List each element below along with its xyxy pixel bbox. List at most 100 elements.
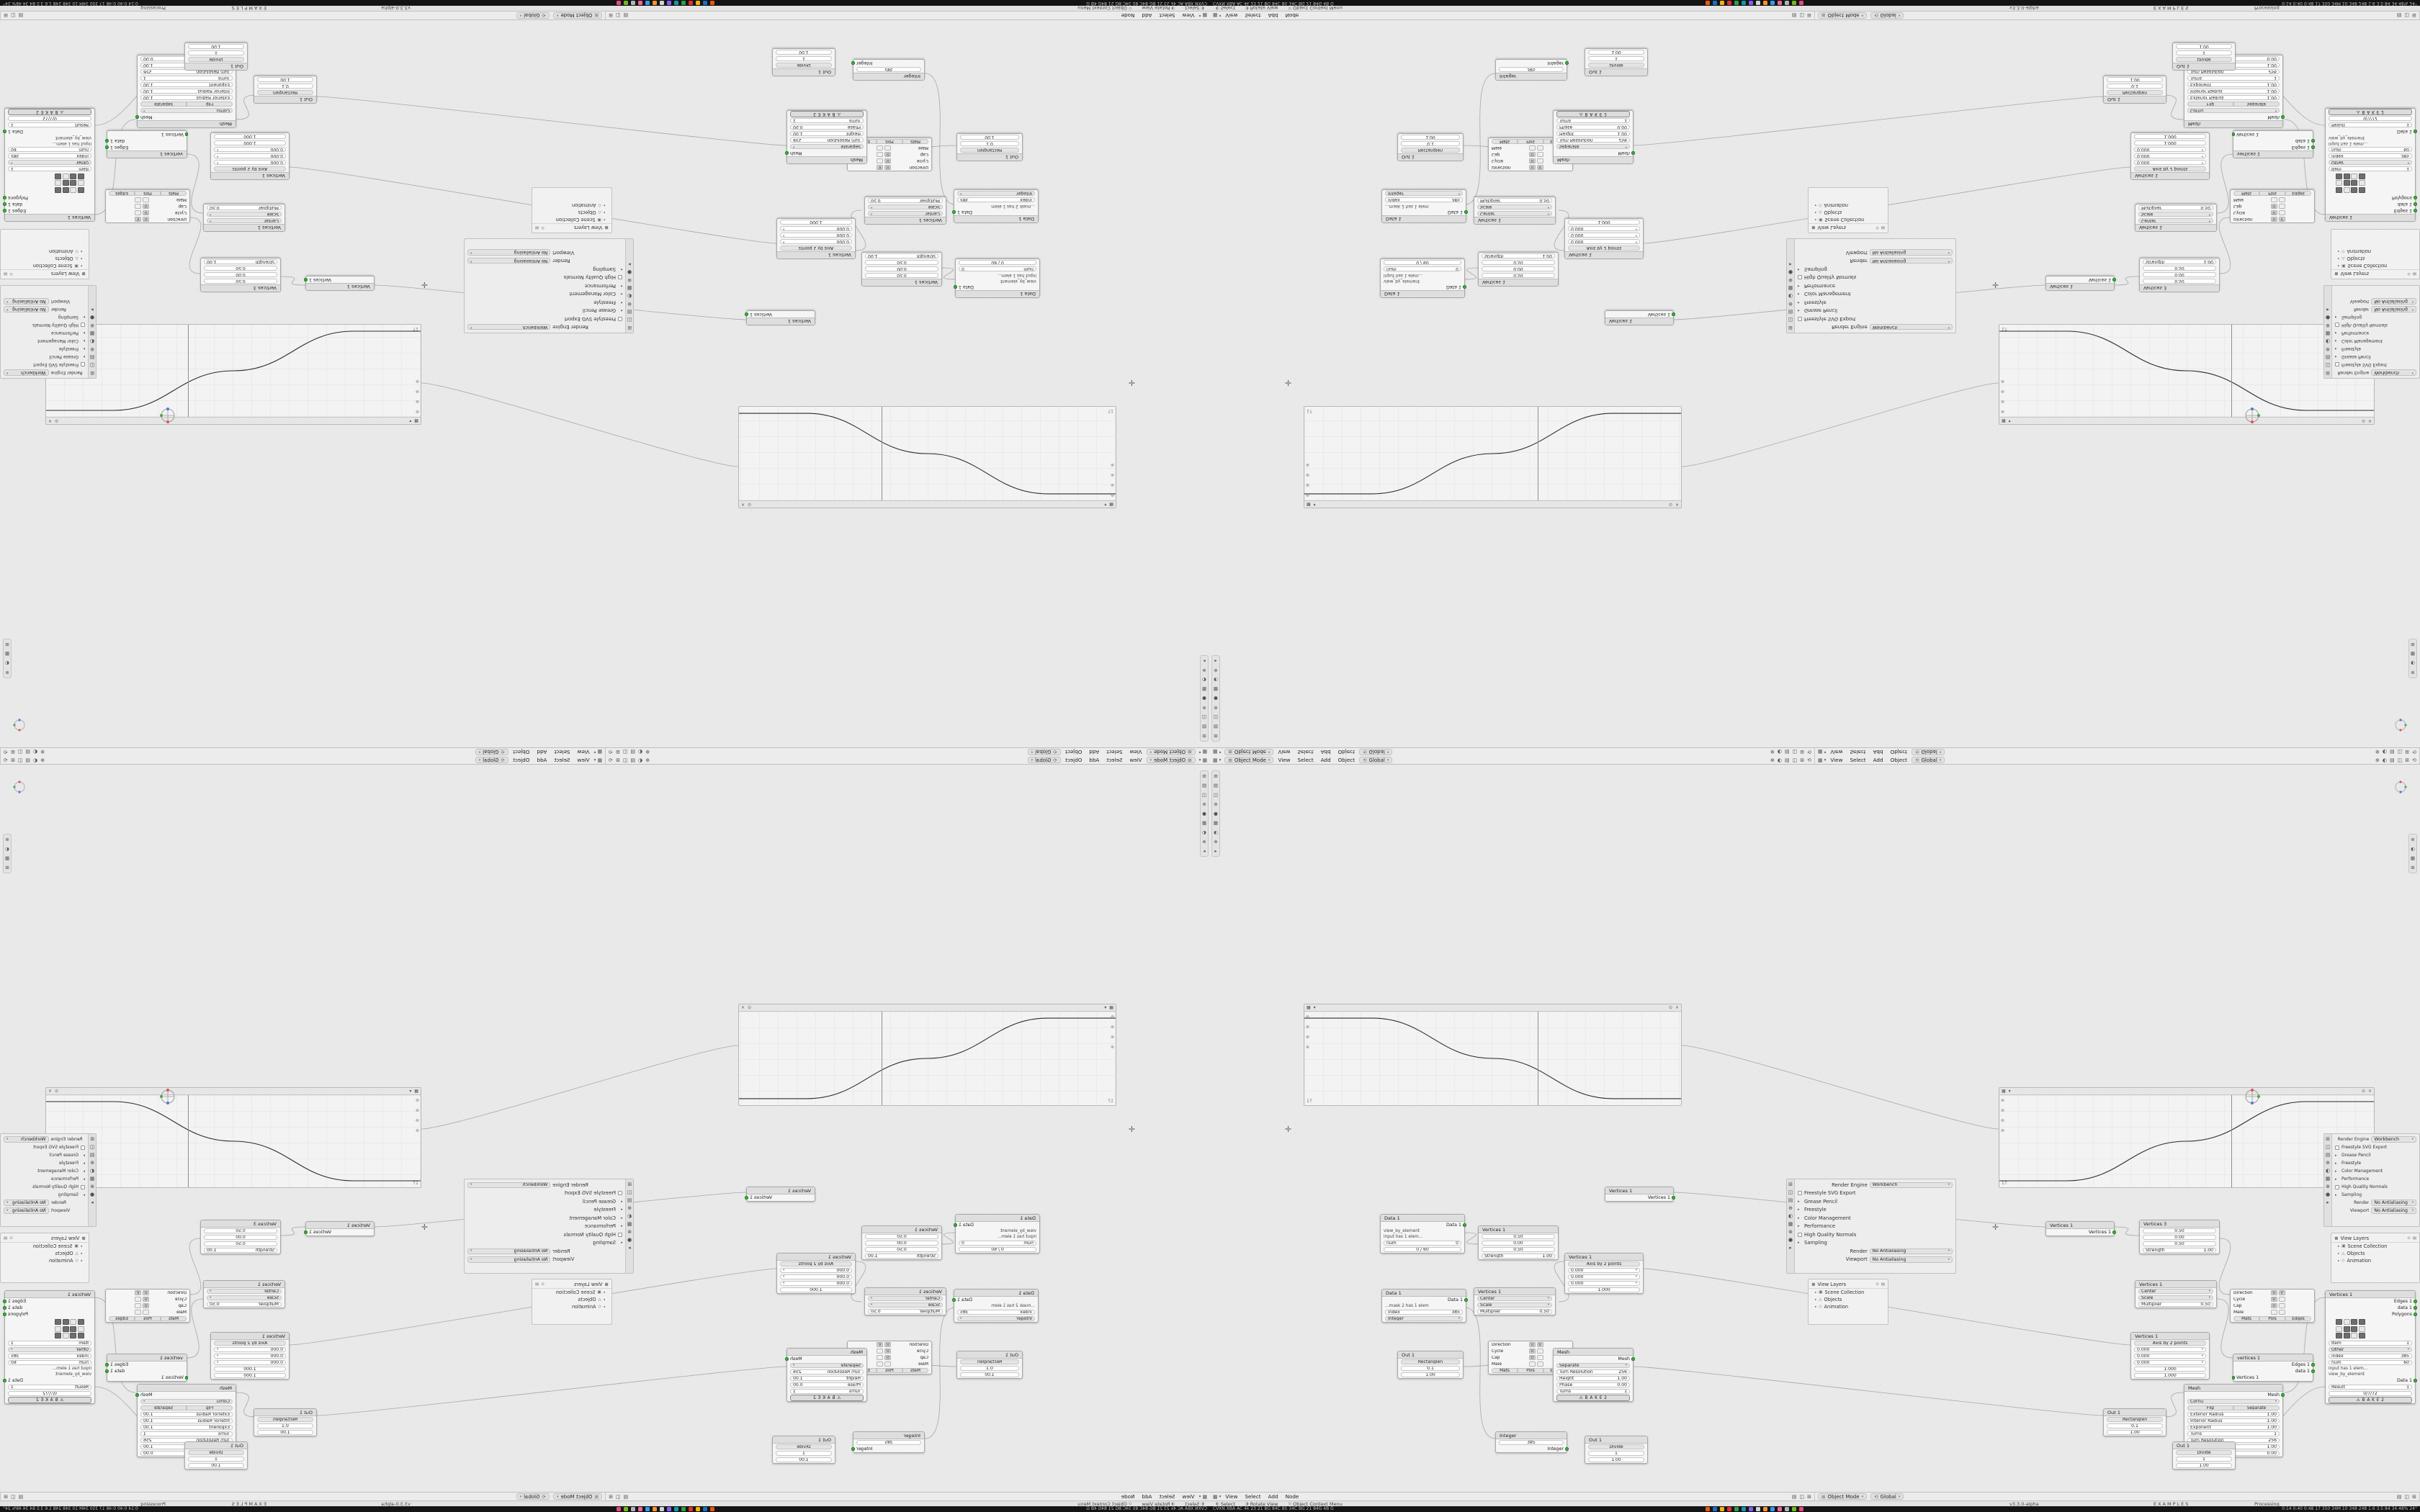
toolbar-icon[interactable]: ◫	[17, 749, 23, 755]
matrix-cell[interactable]	[1528, 145, 1536, 150]
menu-view[interactable]: View	[1830, 749, 1843, 755]
number-field[interactable]: 0.000▾	[780, 1274, 852, 1280]
matrix-cell[interactable]	[884, 145, 892, 150]
disclosure-triangle-icon[interactable]: ▸	[80, 1244, 82, 1248]
disclosure-triangle-icon[interactable]: ▸	[603, 1290, 605, 1295]
close-icon[interactable]: ⊗	[1306, 1035, 1310, 1040]
number-field[interactable]: 0.50	[2143, 1228, 2216, 1234]
toolbar-icon[interactable]: ▤	[2325, 1152, 2331, 1158]
menu-select[interactable]: Select	[1245, 1493, 1261, 1500]
toolbar-icon[interactable]: ▤	[2390, 757, 2395, 763]
number-field[interactable]: 0.00	[2143, 271, 2216, 278]
close-icon[interactable]: ⊗	[1110, 1025, 1114, 1030]
close-icon[interactable]: ⊗	[2001, 1098, 2005, 1103]
app-icon[interactable]	[1763, 1507, 1767, 1511]
outliner-item-objects[interactable]: ▸△Objects	[1, 255, 89, 262]
node-title[interactable]: Vertices 1	[862, 279, 941, 286]
outliner-item-scene-collection[interactable]: ▸▣Scene Collection	[1, 262, 89, 269]
app-icon[interactable]	[617, 1, 621, 5]
toolbar-icon[interactable]: ◫	[2397, 757, 2403, 763]
toolbar-icon[interactable]: ◫	[17, 757, 23, 763]
number-field[interactable]: 1.000	[214, 1372, 286, 1379]
node-title[interactable]: Vertices 1	[2046, 283, 2114, 290]
toolbar-icon[interactable]: ▸	[1214, 658, 1217, 664]
number-field[interactable]: 0.00	[1482, 1240, 1555, 1246]
disclosure-triangle-icon[interactable]: ▸	[1798, 1215, 1800, 1220]
property-dropdown[interactable]: No Antialiasing▾	[467, 249, 551, 256]
app-icon[interactable]	[1770, 1507, 1775, 1511]
graph-editor-area[interactable]: ▦▾⊙×⊗⊗⊗⊗17	[1304, 1004, 1682, 1106]
chevron-down-icon[interactable]: ▾	[1219, 1494, 1222, 1499]
socket-icon[interactable]	[2414, 209, 2417, 212]
socket-icon[interactable]	[2414, 1379, 2417, 1382]
editor-type-icon[interactable]: ▦	[1307, 1005, 1311, 1010]
section-label[interactable]: Freestyle	[1804, 299, 1827, 305]
app-icon[interactable]	[1706, 1, 1710, 5]
toolbar-icon[interactable]: ⟲	[2412, 749, 2416, 755]
toolbar-icon[interactable]: ⟲	[609, 757, 613, 763]
toolbar-icon[interactable]: ⊗	[1202, 667, 1206, 673]
toggle-cell[interactable]	[2358, 174, 2365, 179]
number-field[interactable]: 1.00	[1401, 1372, 1460, 1378]
toggle-cell[interactable]	[55, 1326, 62, 1332]
toolbar-icon[interactable]: ⊗	[1202, 839, 1206, 845]
number-field[interactable]: 0.00	[865, 1240, 938, 1246]
search-icon[interactable]: ⊙	[9, 271, 13, 276]
disclosure-triangle-icon[interactable]: ▸	[1798, 1241, 1800, 1246]
toolbar-icon[interactable]: ▦	[2410, 651, 2416, 657]
filter-icon[interactable]: ▤	[1881, 225, 1885, 230]
section-label[interactable]: Color Management	[1804, 1215, 1851, 1221]
node-title[interactable]: Mesh	[787, 1349, 866, 1356]
outliner-item-animation[interactable]: ▸◇Animation	[2331, 248, 2419, 255]
orientation-dropdown[interactable]: ⟲Global▾	[475, 749, 509, 755]
toolbar-icon[interactable]: ▸	[2326, 307, 2329, 312]
number-field[interactable]: 1.000	[214, 1366, 286, 1372]
node-editor-canvas[interactable]: ⊞▤◫⊕●▦◐⊗▸ ⊕◐▦⊞ ▦▾⊙×⊗⊗⊗⊗17▦▾⊙×⊗⊗⊗⊗17 ⊞◫▤⊕…	[0, 765, 1210, 1492]
socket-icon[interactable]	[2414, 196, 2417, 199]
matrix-cell[interactable]: U	[1528, 1355, 1536, 1360]
toolbar-icon[interactable]: ⊞	[609, 12, 613, 19]
section-label[interactable]: Color Management	[1804, 291, 1851, 297]
toggle-pols[interactable]: Pols	[877, 138, 902, 145]
toolbar-icon[interactable]: ◫	[2404, 1493, 2410, 1500]
app-icon[interactable]	[674, 1507, 678, 1511]
outliner-item-animation[interactable]: ▸◇Animation	[1809, 202, 1888, 209]
chevron-down-icon[interactable]: ▾	[1198, 1494, 1201, 1499]
toolbar-icon[interactable]: ●	[1214, 696, 1218, 701]
checkbox[interactable]	[1798, 316, 1802, 321]
disclosure-triangle-icon[interactable]: ▸	[603, 1305, 605, 1309]
filter-icon[interactable]: ▤	[4, 271, 8, 276]
socket-icon[interactable]	[1565, 1447, 1569, 1451]
number-field[interactable]: 0.1	[2107, 1423, 2163, 1429]
menu-select[interactable]: Select	[1850, 749, 1866, 755]
toolbar-icon[interactable]: ●	[89, 1192, 95, 1197]
dropdown-integer[interactable]: Integer▾	[1385, 190, 1463, 197]
number-field[interactable]: 0.1	[2107, 83, 2163, 89]
app-icon[interactable]	[645, 1, 650, 5]
number-field[interactable]: 0.000▾	[214, 159, 286, 166]
disclosure-triangle-icon[interactable]: ▸	[83, 315, 85, 320]
app-icon[interactable]	[681, 1, 686, 5]
chevron-down-icon[interactable]: ▾	[1219, 750, 1222, 755]
number-field[interactable]: 0.000▾	[2134, 153, 2206, 159]
app-icon[interactable]	[1742, 1507, 1746, 1511]
disclosure-triangle-icon[interactable]: ▸	[80, 1259, 82, 1263]
pin-icon[interactable]: ⊙	[2361, 1089, 2365, 1094]
